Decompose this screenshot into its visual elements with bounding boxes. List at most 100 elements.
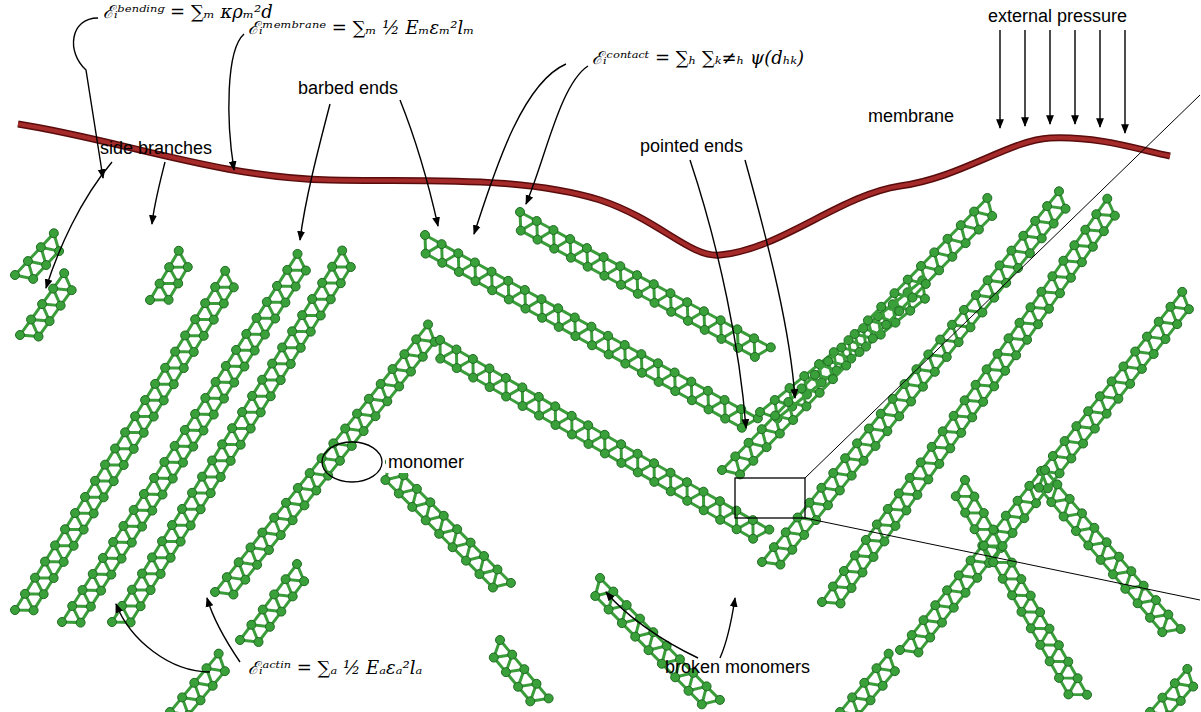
monomer-node — [136, 602, 145, 611]
monomer-node — [335, 456, 344, 465]
monomer-node — [138, 522, 147, 531]
monomer-node — [487, 267, 496, 276]
monomer-node — [1084, 541, 1093, 550]
monomer-node — [11, 271, 20, 280]
monomer-node — [1137, 364, 1146, 373]
monomer-node — [346, 263, 355, 272]
monomer-node — [1149, 349, 1158, 358]
monomer-node — [828, 375, 837, 384]
monomer-node — [903, 275, 912, 284]
monomer-node — [1008, 529, 1017, 538]
monomer-node — [1020, 514, 1029, 523]
monomer-node — [1025, 481, 1034, 490]
monomer-node — [766, 343, 775, 352]
monomer-node — [982, 365, 991, 374]
monomer-node — [970, 492, 979, 501]
monomer-node — [219, 299, 228, 308]
monomer-node — [45, 317, 54, 326]
monomer-node — [168, 474, 177, 483]
monomer-node — [308, 294, 317, 303]
monomer-node — [178, 693, 187, 702]
filament-bonds — [440, 340, 769, 539]
monomer-node — [815, 388, 824, 397]
monomer-node — [148, 506, 157, 515]
monomer-node — [300, 577, 309, 586]
monomer-node — [1004, 334, 1013, 343]
monomer-node — [211, 282, 220, 291]
monomer-node — [699, 307, 708, 316]
monomer-node — [462, 556, 471, 565]
monomer-node — [291, 282, 300, 291]
monomer-node — [488, 286, 497, 295]
monomer-node — [998, 542, 1007, 551]
monomer-node — [29, 606, 38, 615]
monomer-node — [49, 229, 58, 238]
monomer-node — [717, 334, 726, 343]
monomer-node — [749, 534, 758, 543]
monomer-node — [731, 452, 740, 461]
monomer-node — [913, 490, 922, 499]
monomer-node — [189, 442, 198, 451]
monomer-node — [617, 619, 626, 628]
monomer-node — [1081, 225, 1090, 234]
monomer-node — [166, 708, 175, 712]
monomer-node — [839, 566, 848, 575]
monomer-node — [534, 392, 543, 401]
monomer-node — [584, 421, 593, 430]
monomer-node — [214, 649, 223, 658]
monomer-node — [841, 454, 850, 463]
monomer-node — [61, 525, 70, 534]
monomer-node — [1170, 679, 1179, 688]
monomer-node — [854, 710, 863, 712]
filament-bonds — [840, 654, 895, 712]
monomer-node — [254, 638, 263, 647]
monomer-node — [622, 601, 631, 610]
monomer-node — [666, 487, 675, 496]
monomer-node — [326, 295, 335, 304]
monomer-node — [936, 335, 945, 344]
monomer-node — [699, 487, 708, 496]
monomer-node — [262, 297, 271, 306]
monomer-node — [1114, 394, 1123, 403]
monomer-node — [588, 341, 597, 350]
monomer-node — [1079, 439, 1088, 448]
monomer-node — [805, 498, 814, 507]
monomer-node — [970, 525, 979, 534]
monomer-node — [336, 279, 345, 288]
monomer-node — [549, 226, 558, 235]
monomer-node — [412, 484, 421, 493]
monomer-node — [954, 571, 963, 580]
monomer-node — [1047, 498, 1056, 507]
monomer-node — [148, 553, 157, 562]
monomer-node — [206, 489, 215, 498]
monomer-node — [637, 350, 646, 359]
monomer-node — [208, 681, 217, 690]
monomer-node — [1166, 302, 1175, 311]
monomer-node — [855, 347, 864, 356]
monomer-node — [582, 244, 591, 253]
monomer-node — [989, 558, 998, 567]
monomer-node — [190, 678, 199, 687]
monomer-node — [496, 636, 505, 645]
monomer-node — [59, 557, 68, 566]
monomer-node — [480, 552, 489, 561]
monomer-node — [671, 387, 680, 396]
monomer-node — [1045, 304, 1054, 313]
monomer-node — [1001, 511, 1010, 520]
monomer-node — [884, 649, 893, 658]
monomer-node — [649, 280, 658, 289]
energy-formula: ℰᵢᵇᵉⁿᵈⁱⁿᵍ = ∑ₘ κρₘ²d — [103, 2, 273, 23]
monomer-node — [296, 343, 305, 352]
monomer-node — [956, 221, 965, 230]
monomer-node — [924, 475, 933, 484]
monomer-node — [1088, 242, 1097, 251]
monomer-node — [241, 575, 250, 584]
monomer-node — [616, 262, 625, 271]
monomer-node — [631, 632, 640, 641]
monomer-node — [191, 315, 200, 324]
monomer-node — [535, 411, 544, 420]
monomer-node — [247, 620, 256, 629]
monomer-node — [538, 313, 547, 322]
monomer-node — [1034, 483, 1043, 492]
monomer-node — [599, 253, 608, 262]
